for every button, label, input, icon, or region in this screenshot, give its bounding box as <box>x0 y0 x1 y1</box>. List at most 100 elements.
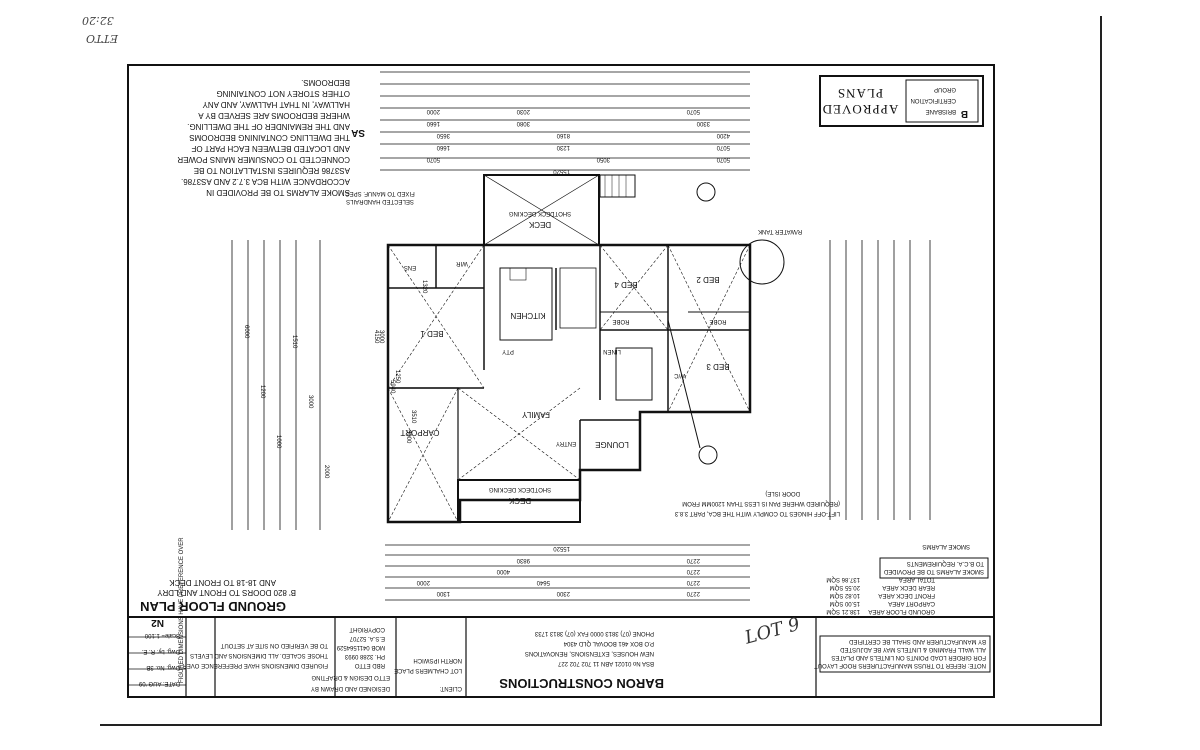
dim-label: 2270 <box>686 557 700 563</box>
room-sub: SHOTDECK DECKING <box>488 486 551 492</box>
dim-label: 2030 <box>516 108 530 114</box>
handrail-note: SELECTED HANDRAILS <box>346 198 414 204</box>
dim-overall-top: 15520 <box>553 168 570 174</box>
room-wir: WIR <box>456 260 468 266</box>
dim-label: 1660 <box>436 144 450 150</box>
dim-label: 3000 <box>405 430 411 444</box>
dim-label: 3080 <box>516 120 530 126</box>
note-line: AS3786 REQUIRES INSTALLATION TO BE <box>194 166 350 175</box>
room-lounge: LOUNGE <box>595 440 629 449</box>
dim-label: 5070 <box>686 108 700 114</box>
floor-plan <box>386 174 785 524</box>
room-deck-bottom: DECK <box>508 496 531 505</box>
area-value: 10.82 SQM <box>830 592 860 598</box>
dim-label: 5640 <box>536 579 550 585</box>
areas-table: GROUND FLOOR AREA 138.21 SQM CARPORT ARE… <box>826 576 935 614</box>
left-dimensions: 6000 1200 1000 1510 3000 2000 <box>231 240 329 530</box>
dim-label: 5070 <box>716 156 730 162</box>
dim-label: 3000 <box>378 330 384 344</box>
truss-note: BY MANUFACTURER AND SHALL BE CERTIFIED <box>848 638 986 644</box>
smoke-legend-label: SMOKE ALARMS <box>922 543 970 549</box>
dim-label: 1320 <box>421 280 427 294</box>
note-line: CONNECTED TO CONSUMER MAINS POWER <box>177 155 350 164</box>
handwritten-lot: LOT 9 <box>742 614 802 649</box>
note-line: BEDROOMS. <box>301 78 350 87</box>
dim-label: 1300 <box>436 590 450 596</box>
dim-label: 4200 <box>716 132 730 138</box>
dim-label: 3300 <box>696 120 710 126</box>
tb-company: BARON CONSTRUCTIONS <box>499 676 664 691</box>
dim-label: 1660 <box>426 120 440 126</box>
truss-note: ALL WALL FRAMING & LINTELS MAY BE ADJUST… <box>840 646 986 652</box>
sheet-edge <box>100 16 1102 726</box>
room-water-tank: R/WATER TANK <box>758 228 802 234</box>
tb-disclaimer: TO BE VERIFIED ON SITE AT SETOUT <box>220 642 328 648</box>
dim-label: 1510 <box>291 335 297 349</box>
stamp-approved: APPROVED <box>822 102 899 117</box>
room-robe: ROBE <box>709 318 726 324</box>
dim-label: 2300 <box>556 590 570 596</box>
tb-designer-line: RBD ETTO <box>354 662 385 668</box>
sa-code: SA <box>351 127 365 138</box>
tb-disclaimer: FIGURED DIMENSIONS HAVE PREFERENCE OVER <box>179 537 185 683</box>
top-dimensions: 15520 5070 3050 5070 5070 1230 1660 4200… <box>380 71 750 174</box>
dim-label: 1250 <box>394 370 400 384</box>
stamp-group: GROUP <box>934 86 956 92</box>
tb-scale: Scale= 1:100 <box>144 632 180 638</box>
note-line: AND LOCATED BETWEEN EACH PART OF <box>191 144 350 153</box>
dim-label: 5940 <box>389 380 395 394</box>
drawing-sub: AND 18-18 TO FRONT DECK <box>169 578 276 587</box>
tb-dwg-by: Dwg. by: R. E. <box>141 648 180 654</box>
tb-company-line: NEW HOUSES, EXTENSIONS, RENOVATIONS <box>525 650 654 656</box>
room-ens: ENS <box>404 264 416 270</box>
tb-client-label: CLIENT: <box>439 685 462 691</box>
note-line: WHERE BEDROOMS ARE SERVED BY A <box>198 111 350 120</box>
room-robe: ROBE <box>612 318 629 324</box>
tb-dwg-no: Dwg. No. 3B <box>146 664 180 670</box>
stamp-b: B <box>961 108 968 119</box>
stamp-certification: CERTIFICATION <box>911 97 956 103</box>
truss-note: FOR GIRDER LOAD POINTS ON LINTELS AND PL… <box>831 654 986 660</box>
dim-label: 2270 <box>686 579 700 585</box>
tb-project: NORTH IPSWICH <box>413 657 462 663</box>
tb-project: LOT CHALMERS PLACE <box>394 667 462 673</box>
truss-note: NOTE: REFER TO TRUSS MANUFACTURERS ROOF … <box>814 662 986 668</box>
smoke-legend: SMOKE ALARMS SMOKE ALARMS TO BE PROVIDED… <box>879 543 989 579</box>
area-label: CARPORT AREA <box>888 600 935 606</box>
drawing-sub: B' 820 DOORS TO FRONT AND LDRY <box>157 588 296 597</box>
area-value: 15.00 SQM <box>830 600 860 606</box>
dim-label: 4000 <box>496 568 510 574</box>
room-family: FAMILY <box>521 410 550 419</box>
stamp-plans: PLANS <box>837 86 883 101</box>
dim-label: 9830 <box>516 557 530 563</box>
tb-designer-line: MOB 0411564529 <box>336 644 385 650</box>
smoke-alarm-note: SMOKE ALARMS TO BE PROVIDED IN ACCORDANC… <box>177 78 365 197</box>
drawing-title: GROUND FLOOR PLAN B' 820 DOORS TO FRONT … <box>140 578 296 614</box>
area-label: TOTAL AREA <box>899 576 935 582</box>
room-bed1: BED 1 <box>420 329 444 338</box>
note-line: SMOKE ALARMS TO BE PROVIDED IN <box>206 188 350 197</box>
dim-label: 3000 <box>307 395 313 409</box>
note-line: OTHER STOREY NOT CONTAINING <box>216 89 350 98</box>
dim-label: 1200 <box>259 385 265 399</box>
deck-bottom <box>457 479 581 523</box>
note-line: HALLWAY, IN THAT HALLWAY, AND ANY <box>202 100 350 109</box>
area-label: FRONT DECK AREA <box>878 592 935 598</box>
dim-overall-bottom: 15520 <box>553 545 570 551</box>
tb-disclaimer: FIGURED DIMENSIONS HAVE PREFERENCE OVER <box>182 662 328 668</box>
dim-label: 2000 <box>416 579 430 585</box>
dim-label: 1230 <box>556 144 570 150</box>
dim-label: 4150 <box>373 330 379 344</box>
room-entry: ENTRY <box>556 440 576 446</box>
room-bed2: BED 2 <box>696 275 720 284</box>
dim-label: 2270 <box>686 568 700 574</box>
area-value: 20.55 SQM <box>830 584 860 590</box>
room-bed4: BED 4 <box>614 280 638 289</box>
smoke-legend-line: SMOKE ALARMS TO BE PROVIDED <box>883 568 984 574</box>
tb-designer-line: PH. 3288 0993 <box>344 653 385 659</box>
lift-off-note: LIFT-OFF HINGES TO COMPLY WITH THE BCA, … <box>674 490 840 516</box>
note-line: LIFT-OFF HINGES TO COMPLY WITH THE BCA, … <box>674 510 840 516</box>
tb-company-line: BSA No 01021 ABN 11 702 702 227 <box>557 660 654 666</box>
dim-label: 2270 <box>686 590 700 596</box>
